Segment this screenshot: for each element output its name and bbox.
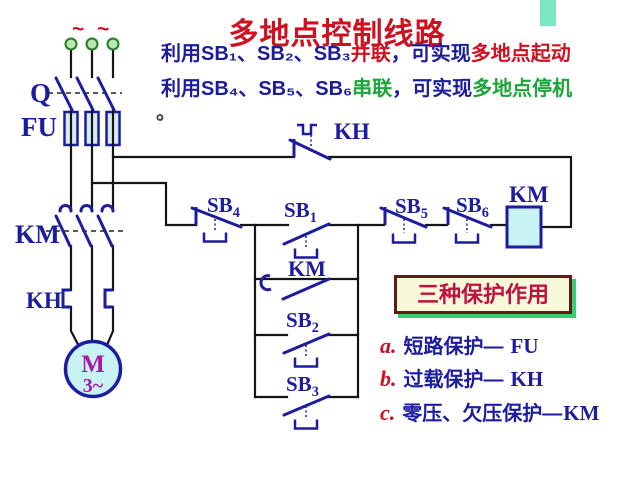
label-sb3: SB3 [286, 372, 319, 401]
label-km-main: KM [15, 220, 60, 249]
thermal-relay-heaters-kh [61, 288, 113, 309]
kh-nc-contact [288, 123, 332, 161]
sb3-start-button [282, 394, 331, 430]
protection-item-b: b.过载保护—KH [380, 366, 544, 391]
label-sb4: SB4 [207, 193, 240, 222]
label-q: Q [30, 78, 52, 108]
contactor-main-contacts-km [54, 204, 115, 248]
motor-symbol [63, 339, 123, 399]
motor-phase-label: 3~ [82, 375, 104, 397]
label-kh-main: KH [26, 288, 62, 313]
sb5-stop-button [379, 206, 428, 244]
km-coil-symbol [505, 205, 543, 249]
intro-period: 。 [156, 102, 176, 124]
phase-ac-mark: ~ [72, 18, 85, 41]
intro-line-2: 利用SB₄、SB₅、SB₆串联，可实现多地点停机 [161, 78, 573, 100]
sb4-stop-button [190, 206, 243, 243]
protection-item-a: a.短路保护—FU [380, 333, 539, 358]
label-sb5: SB5 [395, 194, 428, 223]
item-marker: c. [380, 400, 396, 425]
item-marker: b. [380, 366, 397, 391]
protection-box-title: 三种保护作用 [394, 275, 572, 314]
page-title: 多地点控制线路 [228, 18, 446, 51]
label-sb1: SB1 [284, 198, 317, 227]
wiring [69, 47, 573, 399]
phase-ac-mark: ~ [97, 18, 110, 41]
label-km-aux: KM [288, 256, 326, 281]
slide-corner-decoration [540, 0, 556, 26]
disconnect-switch-q [54, 76, 116, 112]
motor-letter: M [81, 351, 105, 378]
phase-terminals [64, 37, 120, 51]
label-kh-ctrl: KH [334, 119, 370, 144]
protection-item-c: c.零压、欠压保护—KM [380, 400, 600, 425]
km-aux-contact [259, 274, 331, 301]
sb1-start-button [282, 222, 331, 259]
sb6-stop-button [442, 206, 493, 244]
sb2-start-button [282, 332, 331, 368]
item-marker: a. [380, 333, 397, 358]
label-sb2: SB2 [286, 308, 319, 337]
label-sb6: SB6 [456, 193, 489, 222]
label-km-coil: KM [509, 182, 549, 207]
intro-line-1: 利用SB₁、SB₂、SB₃并联，可实现多地点起动 [161, 43, 571, 65]
label-fu: FU [21, 112, 57, 142]
